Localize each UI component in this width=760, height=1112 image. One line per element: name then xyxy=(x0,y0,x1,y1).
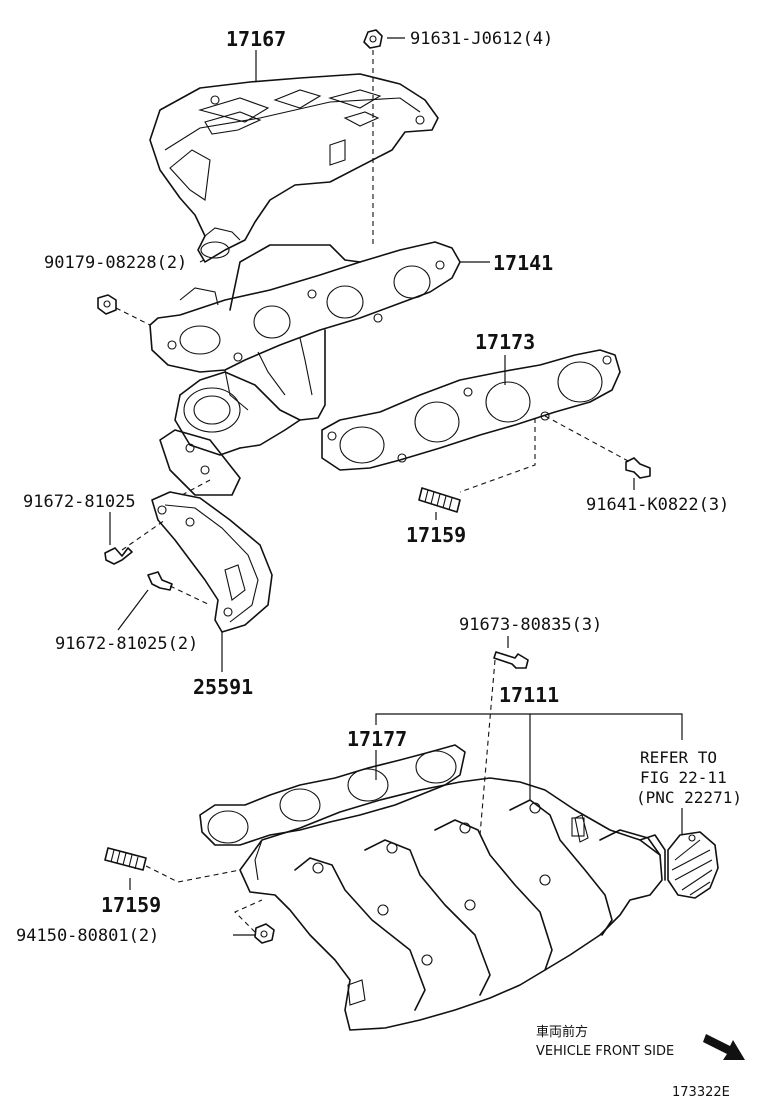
label-refer-line2: FIG 22-11 xyxy=(640,768,727,787)
label-figure-id: 173322E xyxy=(672,1085,730,1100)
intake-gasket-part xyxy=(199,744,466,846)
label-stay-bolt: 91672-81025 xyxy=(23,492,136,512)
stay-bolt xyxy=(104,547,133,565)
label-heat-insulator: 17167 xyxy=(226,27,286,51)
label-intake-gasket: 17177 xyxy=(347,727,407,751)
label-intake-nut: 94150-80801(2) xyxy=(16,926,159,946)
front-direction-arrow-icon xyxy=(703,1034,745,1060)
throttle-gasket-part xyxy=(667,831,719,899)
exhaust-bolt xyxy=(625,457,651,479)
label-intake-bolt: 91673-80835(3) xyxy=(459,615,602,635)
heat-insulator-bolt xyxy=(363,29,383,49)
label-exhaust-bolt: 91641-K0822(3) xyxy=(586,495,729,515)
manifold-nut xyxy=(97,294,117,315)
label-intake-manifold: 17111 xyxy=(499,683,559,707)
intake-nut xyxy=(254,923,275,944)
leader-lines xyxy=(109,37,683,936)
label-refer-line1: REFER TO xyxy=(640,748,717,767)
label-manifold-nut: 90179-08228(2) xyxy=(44,253,187,273)
intake-bolt xyxy=(493,651,529,669)
intake-manifold-part xyxy=(239,777,666,1031)
intake-stud xyxy=(104,847,147,871)
label-manifold-stay: 25591 xyxy=(193,675,253,699)
heat-insulator-part xyxy=(149,73,439,263)
assembly-lines xyxy=(115,50,631,933)
label-intake-stud: 17159 xyxy=(101,893,161,917)
label-front-en: VEHICLE FRONT SIDE xyxy=(536,1044,674,1059)
label-stay-bolt-2: 91672-81025(2) xyxy=(55,634,198,654)
exhaust-stud xyxy=(418,487,461,513)
label-refer-line3: (PNC 22271) xyxy=(636,788,742,807)
label-exhaust-manifold: 17141 xyxy=(493,251,553,275)
exhaust-manifold-part xyxy=(149,241,461,496)
label-exhaust-stud: 17159 xyxy=(406,523,466,547)
stay-bolt-2 xyxy=(147,571,173,591)
label-heat-insulator-bolt: 91631-J0612(4) xyxy=(410,29,553,49)
label-front-jp: 車両前方 xyxy=(536,1024,588,1040)
exhaust-gasket-part xyxy=(321,349,621,471)
manifold-stay-part xyxy=(151,491,273,633)
label-exhaust-gasket: 17173 xyxy=(475,330,535,354)
